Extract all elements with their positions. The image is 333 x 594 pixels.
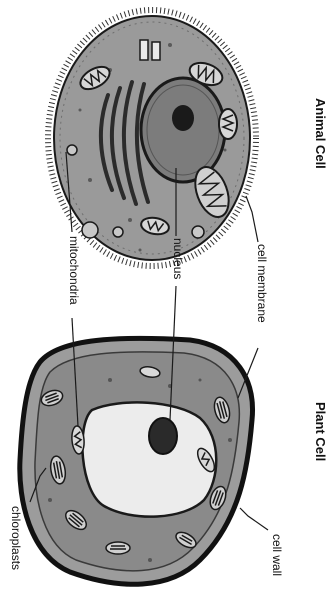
- cell-wall-label: cell wall: [271, 534, 283, 576]
- leader-cell-wall: [240, 508, 268, 530]
- nucleus-label: nucleus: [172, 238, 184, 279]
- animal-cell-title: Animal Cell: [314, 98, 327, 169]
- chloroplasts-label: chloroplasts: [10, 506, 22, 570]
- leader-cell-membrane: [246, 196, 258, 242]
- animal-cell: [48, 10, 256, 266]
- mitochondria-label: mitochondria: [68, 236, 80, 305]
- plant-vacuole: [82, 402, 216, 516]
- plant-cell-title: Plant Cell: [314, 402, 327, 461]
- animal-nucleolus: [172, 105, 194, 131]
- plant-cell: [20, 338, 253, 584]
- cell-membrane-label: cell membrane: [256, 244, 268, 323]
- plant-nucleus: [149, 418, 177, 454]
